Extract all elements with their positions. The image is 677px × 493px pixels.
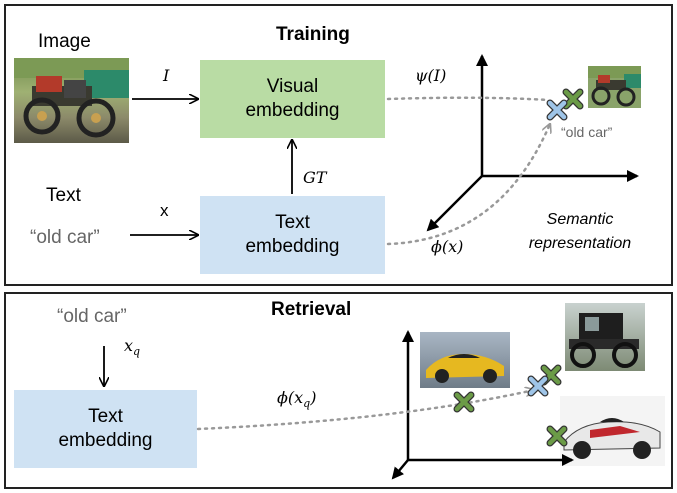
retrieval-text-embedding-line1: Text — [88, 406, 123, 427]
image-label: Image — [38, 31, 91, 52]
text-embedding-box-retrieval: Text embedding — [14, 390, 197, 468]
phi-label-retrieval: ϕ(xq) — [277, 388, 317, 411]
text-point-marker — [546, 99, 568, 121]
text-input-value: “old car” — [30, 227, 100, 248]
visual-embedding-line1: Visual — [266, 76, 319, 97]
psi-dotted-line — [386, 96, 550, 102]
race-car-photo — [560, 396, 665, 466]
sports-car-marker — [453, 391, 475, 413]
sports-car-photo — [420, 332, 510, 388]
old-car-thumbnail — [588, 66, 641, 108]
text-embedding-line2: embedding — [245, 236, 340, 257]
psi-label: ψ(I) — [415, 66, 447, 85]
retrieval-title: Retrieval — [271, 299, 352, 320]
space-caption-line2: representation — [528, 235, 632, 252]
retrieval-text-embedding-line2: embedding — [58, 430, 153, 451]
visual-embedding-line2: embedding — [245, 100, 340, 121]
text-embedding-line1: Text — [275, 212, 310, 233]
phi-dotted-line — [386, 124, 550, 246]
text-label: Text — [46, 185, 81, 206]
text-symbol: x — [160, 201, 169, 220]
query-symbol: xq — [124, 336, 141, 359]
race-car-marker — [546, 425, 568, 447]
query-text: “old car” — [57, 306, 127, 327]
phi-label-training: ϕ(x) — [431, 237, 464, 256]
point-caption: “old car” — [561, 124, 613, 140]
space-caption-line1: Semantic — [546, 211, 614, 228]
old-car-photo — [14, 58, 129, 143]
visual-embedding-box: Visual embedding — [200, 60, 385, 138]
query-marker — [527, 375, 549, 397]
training-title: Training — [276, 24, 350, 45]
visual-point-marker — [562, 88, 584, 110]
retrieval-z-axis — [391, 459, 409, 480]
text-embedding-box-training: Text embedding — [200, 196, 385, 274]
gt-label: GT — [303, 168, 327, 187]
query-dotted-line — [196, 390, 534, 431]
old-car-photo-retrieval — [565, 303, 645, 371]
image-symbol: I — [163, 66, 170, 85]
training-z-axis — [426, 175, 483, 232]
